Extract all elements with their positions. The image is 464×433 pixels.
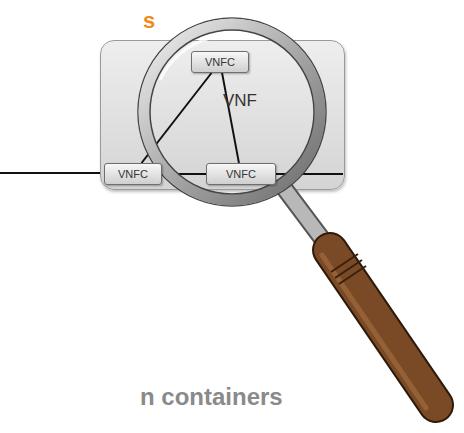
handle-grip <box>331 254 366 284</box>
vnfc-box: VNFC <box>104 163 162 185</box>
lens-neck <box>284 188 332 252</box>
subtitle-fragment: n containers <box>140 383 283 411</box>
output-wire <box>276 173 343 175</box>
connector-line <box>222 73 239 163</box>
vnf-box: VNF VNFC VNFC VNFC <box>100 40 345 190</box>
handle-outline <box>330 250 436 405</box>
title-fragment: s <box>143 8 155 34</box>
vnfc-box: VNFC <box>206 163 276 185</box>
box-label: VNFC <box>118 168 148 180</box>
wire-line <box>0 172 104 174</box>
magnifier-handle <box>330 250 436 405</box>
handle-highlight <box>322 255 426 408</box>
box-label: VNFC <box>226 168 256 180</box>
vnfc-box: VNFC <box>191 51 249 73</box>
connector-line <box>162 173 206 175</box>
connector-line <box>142 73 212 163</box>
box-title: VNF <box>223 91 257 111</box>
lens-neck-fill <box>284 188 332 252</box>
box-label: VNFC <box>205 56 235 68</box>
